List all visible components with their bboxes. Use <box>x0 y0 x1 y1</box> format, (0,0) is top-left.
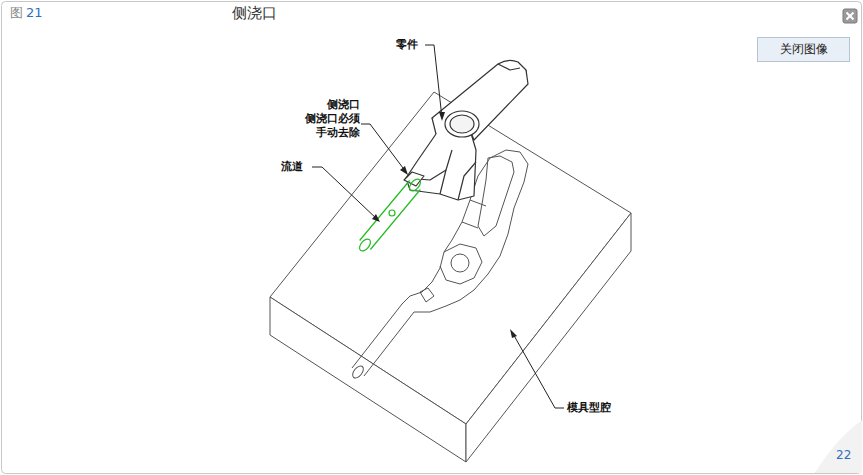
runner-label: 流道 <box>281 160 303 174</box>
leader-arrowheads <box>372 112 517 338</box>
close-image-button: 关闭图像 <box>757 37 850 62</box>
figure-prefix: 图 <box>10 5 23 21</box>
page-curl-fill <box>815 420 862 473</box>
button-text: 关闭图像 <box>780 41 828 58</box>
part-label: 零件 <box>396 38 418 52</box>
figure-title: 侧浇口 <box>232 4 277 23</box>
page-number: 22 <box>836 448 851 463</box>
mold-block <box>270 92 631 462</box>
figure-number: 21 <box>26 5 43 21</box>
page-curl <box>815 420 862 473</box>
gate-label: 侧浇口 侧浇口必须 手动去除 <box>300 98 360 139</box>
runner <box>357 177 422 253</box>
close-icon <box>843 9 857 23</box>
cavity-label: 模具型腔 <box>567 401 611 415</box>
molded-part <box>404 60 528 200</box>
